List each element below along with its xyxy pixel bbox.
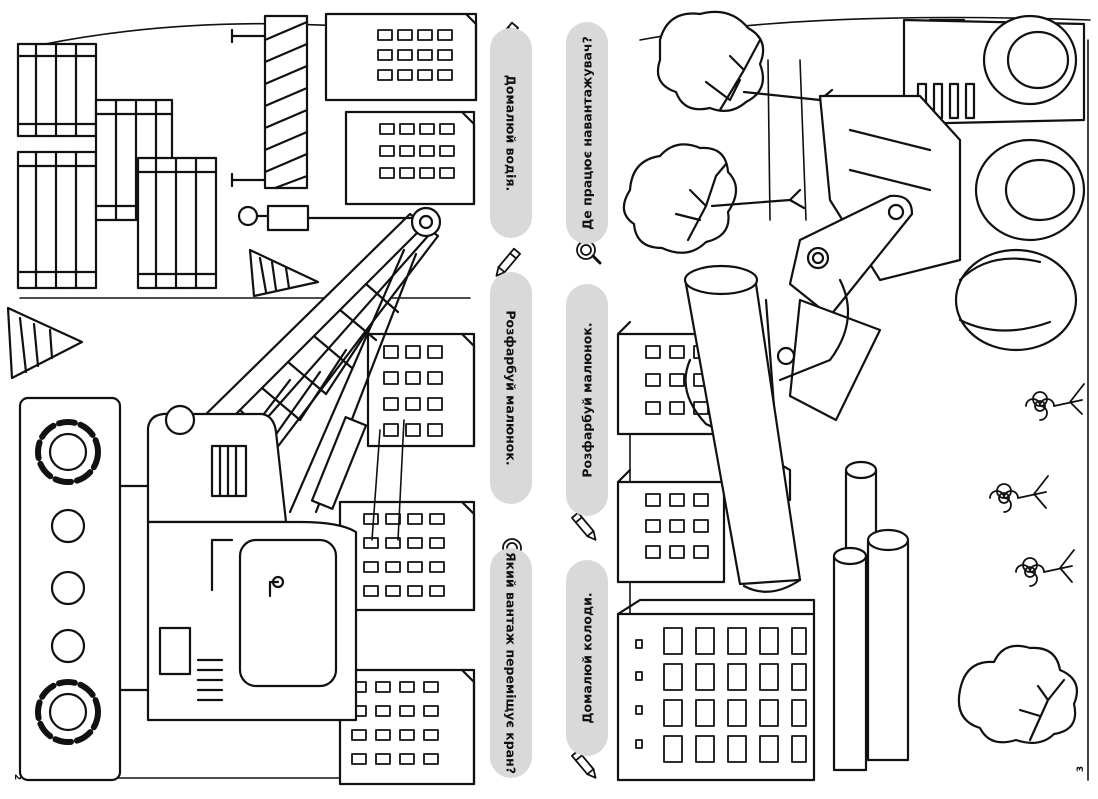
pencil-icon	[571, 749, 597, 779]
hatched-load	[230, 14, 309, 190]
building-windows-left	[351, 29, 455, 765]
left-task-1: Домалюй водія.	[490, 28, 532, 238]
left-task-2: Розфарбуй малюнок.	[490, 272, 532, 504]
page-number-left: 2	[12, 773, 23, 781]
carried-log	[683, 264, 802, 593]
right-task-1: Де працює навантажувач?	[566, 22, 608, 244]
crane-cab	[146, 404, 358, 722]
logs	[832, 460, 910, 772]
crane-scene	[6, 12, 478, 786]
buildings-left	[324, 12, 478, 786]
magnifier-icon	[576, 240, 602, 265]
left-task-2-text: Розфарбуй малюнок.	[503, 310, 519, 466]
left-task-3: Який вантаж переміщує кран?	[490, 548, 532, 778]
right-task-2-text: Розфарбуй малюнок.	[579, 322, 595, 478]
loader-scene	[616, 10, 1091, 782]
right-task-1-text: Де працює навантажувач?	[579, 36, 595, 230]
buildings-right	[616, 320, 816, 782]
crane-boom	[198, 204, 442, 514]
crane-tracks	[18, 396, 150, 782]
left-task-1-text: Домалюй водія.	[503, 74, 519, 192]
flowers	[989, 383, 1085, 587]
left-task-3-text: Який вантаж переміщує кран?	[503, 552, 519, 774]
right-task-3-text: Домалюй колоди.	[579, 592, 595, 724]
traffic-cones	[6, 248, 320, 380]
trees	[622, 10, 1078, 745]
page-number-right: 3	[1076, 765, 1087, 773]
right-task-3: Домалюй колоди.	[566, 560, 608, 756]
pallet-stack	[16, 42, 218, 290]
pencil-icon	[495, 247, 521, 277]
right-task-2: Розфарбуй малюнок.	[566, 284, 608, 516]
loader-vehicle	[684, 14, 1086, 502]
building-windows-right	[635, 345, 807, 763]
pencil-icon	[571, 511, 597, 541]
